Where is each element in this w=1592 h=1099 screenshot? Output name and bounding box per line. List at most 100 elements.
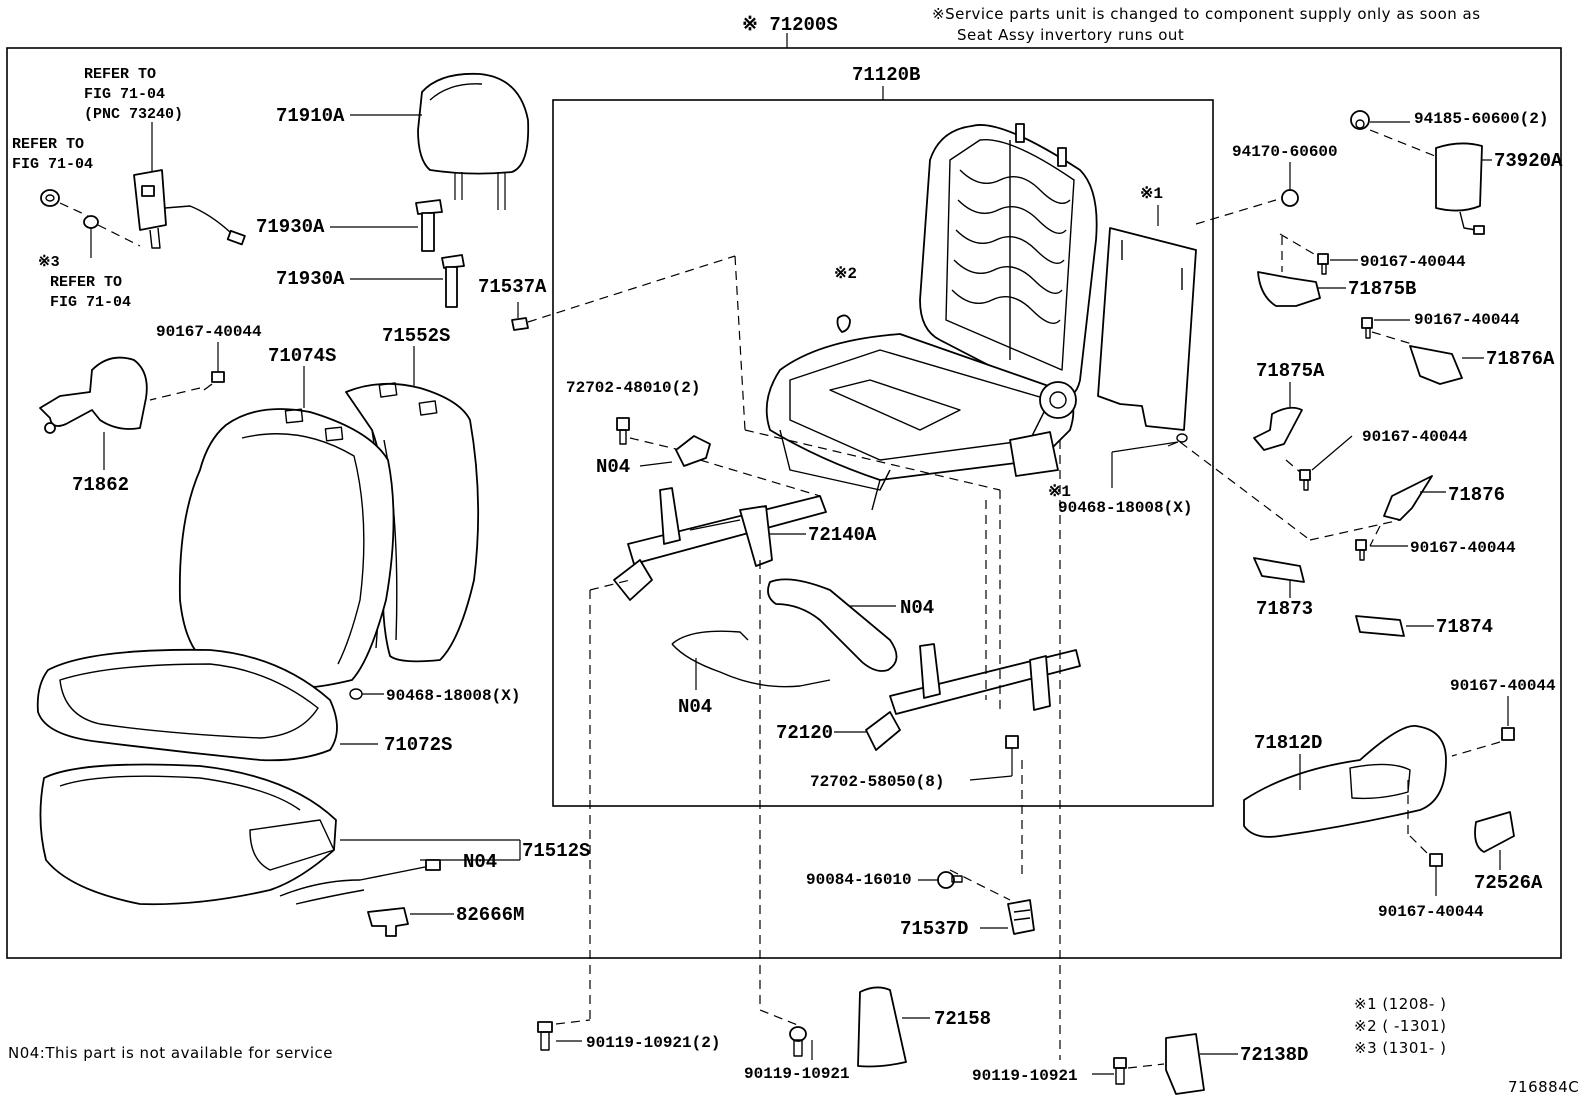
footnote-range-2: ※2 ( -1301) [1354, 1017, 1446, 1035]
bolt-icon [1355, 525, 1381, 561]
seat-frame-drawing [765, 123, 1098, 511]
part-label-72138D: 72138D [1240, 1044, 1308, 1066]
guide-drawing [857, 986, 907, 1068]
part-label-71910A: 71910A [276, 105, 345, 127]
svg-text:FIG 71-04: FIG 71-04 [50, 294, 131, 311]
bracket-drawing [1253, 406, 1303, 451]
bolt-icon [1285, 459, 1311, 491]
part-label-90167-40044-a: 90167-40044 [156, 323, 262, 341]
assembly-label: ※ 71200S [742, 14, 838, 36]
part-label-90468-18008-b: 90468-18008(X) [1058, 499, 1192, 517]
bracket-drawing [675, 435, 711, 467]
part-label-72526A: 72526A [1474, 872, 1543, 894]
service-note-line1: ※Service parts unit is changed to compon… [932, 5, 1481, 23]
part-label-90084-16010: 90084-16010 [806, 871, 912, 889]
bolt-icon [1361, 317, 1413, 345]
part-label-71812D: 71812D [1254, 732, 1322, 754]
mark-1-frame: ※1 [1140, 185, 1163, 203]
figure-id: 716884C [1508, 1078, 1579, 1096]
part-label-90167-40044-d: 90167-40044 [1362, 428, 1468, 446]
svg-text:REFER TO: REFER TO [50, 274, 122, 291]
part-label-71875B: 71875B [1348, 278, 1416, 300]
headrest-drawing [417, 72, 530, 210]
bolt-icon [1451, 727, 1515, 757]
part-label-90167-40044-e: 90167-40044 [1410, 539, 1516, 557]
refer-note-left: REFER TO FIG 71-04 [12, 136, 93, 173]
bolt-icon [616, 417, 681, 451]
part-label-71862: 71862 [72, 474, 129, 496]
part-label-72158: 72158 [934, 1008, 991, 1030]
part-label-71930A-2: 71930A [276, 268, 345, 290]
part-label-71537A: 71537A [478, 276, 547, 298]
part-label-71876A: 71876A [1486, 348, 1555, 370]
sensor-connector-drawing [367, 907, 409, 937]
bolt-icon [149, 342, 225, 401]
refer-note-bottom: REFER TO FIG 71-04 [50, 274, 131, 311]
slide-cover-drawing [767, 578, 898, 672]
seat-back-cover-drawing [178, 408, 395, 689]
part-label-90468-18008-a: 90468-18008(X) [386, 687, 520, 705]
part-label-71874: 71874 [1436, 616, 1493, 638]
part-label-N04-c: N04 [900, 597, 934, 619]
seat-track-left-drawing [613, 487, 827, 601]
svg-text:REFER TO: REFER TO [84, 66, 156, 83]
part-label-90167-40044-f: 90167-40044 [1450, 677, 1556, 695]
part-label-82666M: 82666M [456, 904, 524, 926]
svg-text:FIG 71-04: FIG 71-04 [84, 86, 165, 103]
knob-drawing [1474, 811, 1515, 853]
part-label-N04-a: N04 [463, 851, 497, 873]
headrest-support-drawing [415, 199, 465, 308]
part-label-90119-10921-c: 90119-10921 [972, 1067, 1078, 1085]
frame-group-label: 71120B [852, 64, 920, 86]
wire-harness-drawing [279, 859, 441, 905]
part-label-90119-10921-b: 90119-10921 [744, 1065, 850, 1083]
clip-icon [836, 314, 851, 333]
nut-icon [83, 215, 141, 258]
part-label-94170-60600: 94170-60600 [1232, 143, 1338, 161]
bolt-icon [1113, 1057, 1127, 1085]
svg-text:FIG 71-04: FIG 71-04 [12, 156, 93, 173]
part-label-90119-10921-a: 90119-10921(2) [586, 1034, 720, 1052]
assembly-frame [6, 47, 1562, 959]
seat-back-board-drawing [1097, 227, 1197, 431]
nut-icon [40, 189, 89, 217]
bolt-icon [969, 735, 1019, 781]
part-label-72120: 72120 [776, 722, 833, 744]
bolt-icon [537, 1021, 553, 1051]
ring-icon [1176, 433, 1188, 443]
part-label-90167-40044-c: 90167-40044 [1414, 311, 1520, 329]
part-label-71876: 71876 [1448, 484, 1505, 506]
part-label-71930A-1: 71930A [256, 216, 325, 238]
svg-text:(PNC 73240): (PNC 73240) [84, 106, 183, 123]
part-label-71072S: 71072S [384, 734, 452, 756]
part-label-71873: 71873 [1256, 598, 1313, 620]
svg-text:REFER TO: REFER TO [12, 136, 84, 153]
part-label-71512S: 71512S [522, 840, 590, 862]
seat-cushion-pad-drawing [39, 763, 337, 906]
clip-drawing [1355, 615, 1405, 637]
nut-icon [1281, 189, 1299, 207]
part-label-71552S: 71552S [382, 325, 450, 347]
refer-note-bottom-mark: ※3 [38, 254, 60, 271]
footnote-range-1: ※1 (1208- ) [1354, 995, 1446, 1013]
part-label-90167-40044-g: 90167-40044 [1378, 903, 1484, 921]
bracket-drawing [1257, 236, 1321, 307]
seat-cushion-cover-drawing [36, 648, 338, 762]
ring-icon [349, 688, 363, 700]
part-label-72702-48010: 72702-48010(2) [566, 379, 700, 397]
mark-2: ※2 [834, 265, 857, 283]
clip-drawing [1253, 557, 1305, 583]
part-label-72702-58050: 72702-58050(8) [810, 773, 944, 791]
part-label-71074S: 71074S [268, 345, 336, 367]
part-label-N04-d: N04 [678, 696, 712, 718]
refer-note-top: REFER TO FIG 71-04 (PNC 73240) [84, 66, 183, 123]
bolt-icon [1317, 253, 1329, 275]
wire-drawing [671, 630, 831, 688]
side-shield-drawing [1243, 725, 1447, 838]
bracket-drawing [1409, 345, 1463, 385]
bracket-drawing [1383, 475, 1433, 521]
part-label-N04-b: N04 [596, 456, 630, 478]
part-label-71875A: 71875A [1256, 360, 1325, 382]
guide-drawing [1165, 1033, 1205, 1095]
